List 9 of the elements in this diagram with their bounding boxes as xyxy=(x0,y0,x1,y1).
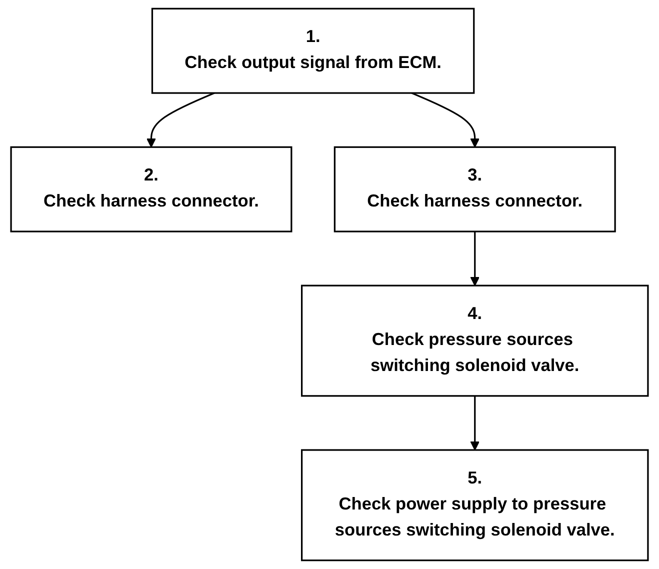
node-box: 5. Check power supply to pressure sources switching solenoid valve. xyxy=(300,449,649,562)
arrow xyxy=(470,232,480,286)
arrow xyxy=(470,396,480,450)
node-box: 1. Check output signal from ECM. xyxy=(151,8,475,94)
node-box: 2. Check harness connector. xyxy=(10,146,292,232)
arrow xyxy=(411,92,480,148)
node-box: 4. Check pressure sources switching solenoid valve. xyxy=(300,284,649,397)
node-box: 3. Check harness connector. xyxy=(334,146,616,232)
arrow xyxy=(146,92,215,148)
